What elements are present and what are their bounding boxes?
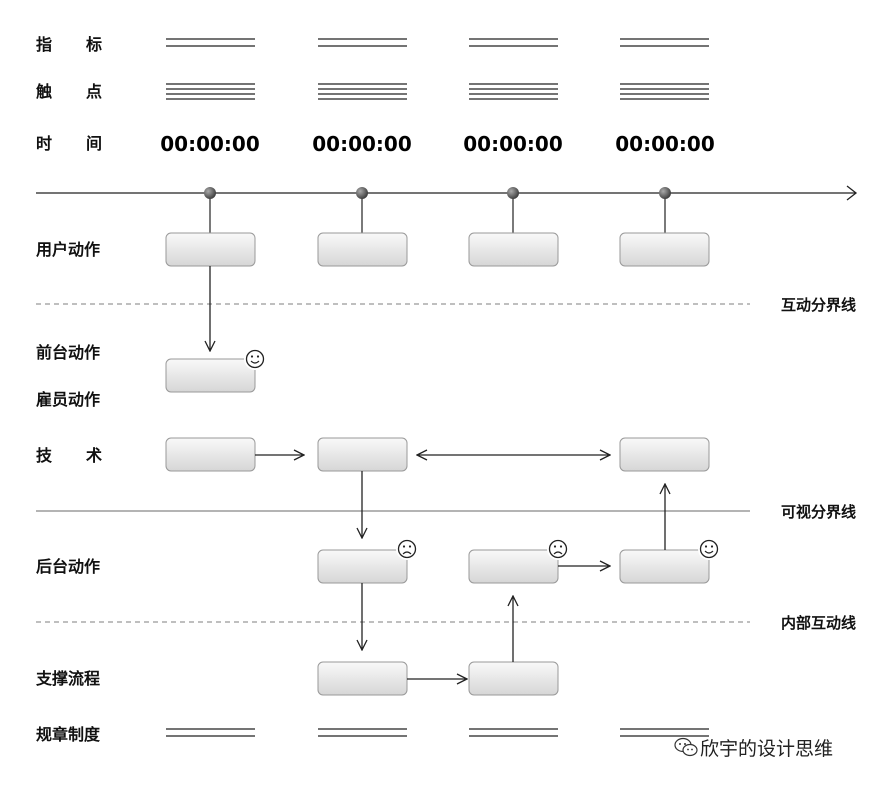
timeline-node-4	[659, 187, 671, 199]
indicator-lines	[166, 38, 709, 47]
happy-face-icon	[244, 348, 266, 370]
flow-arrows	[210, 266, 665, 679]
watermark: 欣宇的设计思维	[674, 737, 833, 760]
row-label-time-2: 间	[86, 134, 102, 153]
support-box-3	[468, 661, 559, 696]
sad-face-icon	[547, 538, 569, 560]
row-label-touchpoint-1: 触	[35, 82, 52, 101]
tech-box-2	[317, 437, 408, 472]
front-action-box-1	[165, 358, 256, 393]
row-label-employee-action: 雇员动作	[36, 390, 100, 409]
row-label-user-action: 用户动作	[36, 240, 100, 259]
visibility-boundary-label: 可视分界线	[781, 503, 856, 521]
row-label-time-1: 时	[36, 134, 52, 153]
back-action-box-3	[468, 549, 559, 584]
happy-face-icon	[698, 538, 720, 560]
user-action-box-1	[165, 232, 256, 267]
sad-face-icon	[396, 538, 418, 560]
tech-box-4	[619, 437, 710, 472]
time-values: 00:00:00 00:00:00 00:00:00 00:00:00	[160, 132, 715, 156]
user-action-box-4	[619, 232, 710, 267]
timeline-node-3	[507, 187, 519, 199]
timeline	[36, 185, 858, 233]
emotion-icons	[244, 348, 720, 560]
row-label-support: 支撑流程	[35, 669, 100, 688]
row-label-indicator-2: 标	[85, 35, 102, 54]
user-action-box-2	[317, 232, 408, 267]
user-action-box-3	[468, 232, 559, 267]
support-box-2	[317, 661, 408, 696]
interaction-boundary-label: 互动分界线	[781, 296, 856, 314]
time-value-1: 00:00:00	[160, 132, 260, 156]
timeline-arrow-head	[846, 185, 858, 201]
row-label-tech-1: 技	[36, 446, 53, 465]
rules-lines	[166, 728, 709, 737]
row-label-tech-2: 术	[85, 446, 102, 465]
row-label-touchpoint-2: 点	[86, 82, 102, 101]
watermark-text: 欣宇的设计思维	[700, 738, 833, 760]
row-label-back-action: 后台动作	[36, 557, 100, 576]
wechat-icon	[674, 737, 698, 757]
timeline-node-2	[356, 187, 368, 199]
boxes	[165, 232, 710, 696]
touchpoint-lines	[166, 83, 709, 100]
back-action-box-2	[317, 549, 408, 584]
time-value-3: 00:00:00	[463, 132, 563, 156]
row-label-indicator-1: 指	[36, 35, 52, 54]
back-action-box-4	[619, 549, 710, 584]
row-label-rules: 规章制度	[36, 725, 101, 744]
time-value-4: 00:00:00	[615, 132, 715, 156]
timeline-node-1	[204, 187, 216, 199]
tech-box-1	[165, 437, 256, 472]
boundary-lines: 互动分界线 可视分界线 内部互动线	[36, 296, 856, 632]
time-value-2: 00:00:00	[312, 132, 412, 156]
row-labels: 指 标 触 点 时 间 用户动作 前台动作 雇员动作 技 术 后台动作 支撑流程…	[35, 35, 102, 744]
row-label-front-action: 前台动作	[36, 343, 100, 362]
internal-boundary-label: 内部互动线	[781, 614, 856, 632]
